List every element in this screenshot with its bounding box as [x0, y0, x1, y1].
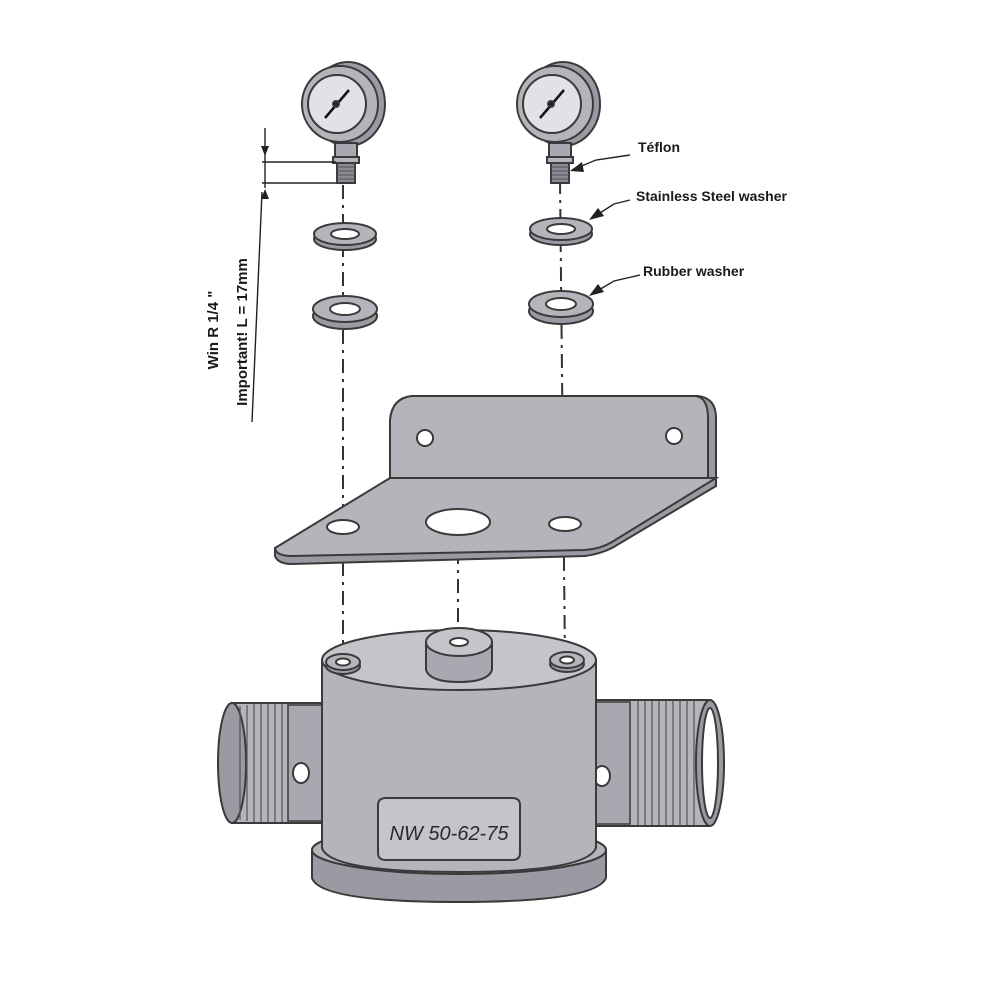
pressure-gauge-left — [301, 61, 386, 184]
stainless-washer-label: Stainless Steel washer — [636, 188, 788, 204]
dimension-leader — [251, 191, 263, 423]
nameplate-text: NW 50-62-75 — [390, 823, 510, 845]
dimension-marking — [251, 128, 336, 423]
thread-spec-label: Win R 1/4 " — [205, 291, 222, 370]
teflon-label: Téflon — [638, 139, 680, 155]
nameplate: NW 50-62-75 — [377, 797, 521, 861]
bracket-wall-hole-right — [665, 427, 683, 445]
filter-housing: NW 50-62-75 — [217, 627, 725, 904]
length-note-label: Important! L = 17mm — [234, 258, 251, 406]
mounting-bracket — [273, 395, 720, 566]
pressure-gauge-right — [516, 61, 601, 184]
gauge-needle-left — [324, 89, 350, 119]
bracket-center-hole — [425, 508, 491, 536]
rubber-washer-label: Rubber washer — [643, 263, 745, 279]
stainless-steel-washer-right — [529, 217, 593, 246]
bracket-hole-right — [548, 516, 582, 532]
bracket-wall-hole-left — [416, 429, 434, 447]
mounting-boss-left — [325, 653, 361, 675]
threaded-inlet-left — [217, 702, 323, 824]
stainless-steel-washer-left — [313, 222, 377, 251]
mounting-boss-right — [549, 651, 585, 673]
bracket-hole-left — [326, 519, 360, 535]
rubber-washer-right — [528, 290, 594, 325]
gauge-needle-right — [539, 89, 565, 119]
threaded-outlet-right — [589, 699, 725, 827]
central-boss — [425, 627, 493, 684]
callout-leaders — [570, 154, 641, 296]
rubber-washer-left — [312, 295, 378, 330]
side-port-left — [292, 762, 310, 784]
